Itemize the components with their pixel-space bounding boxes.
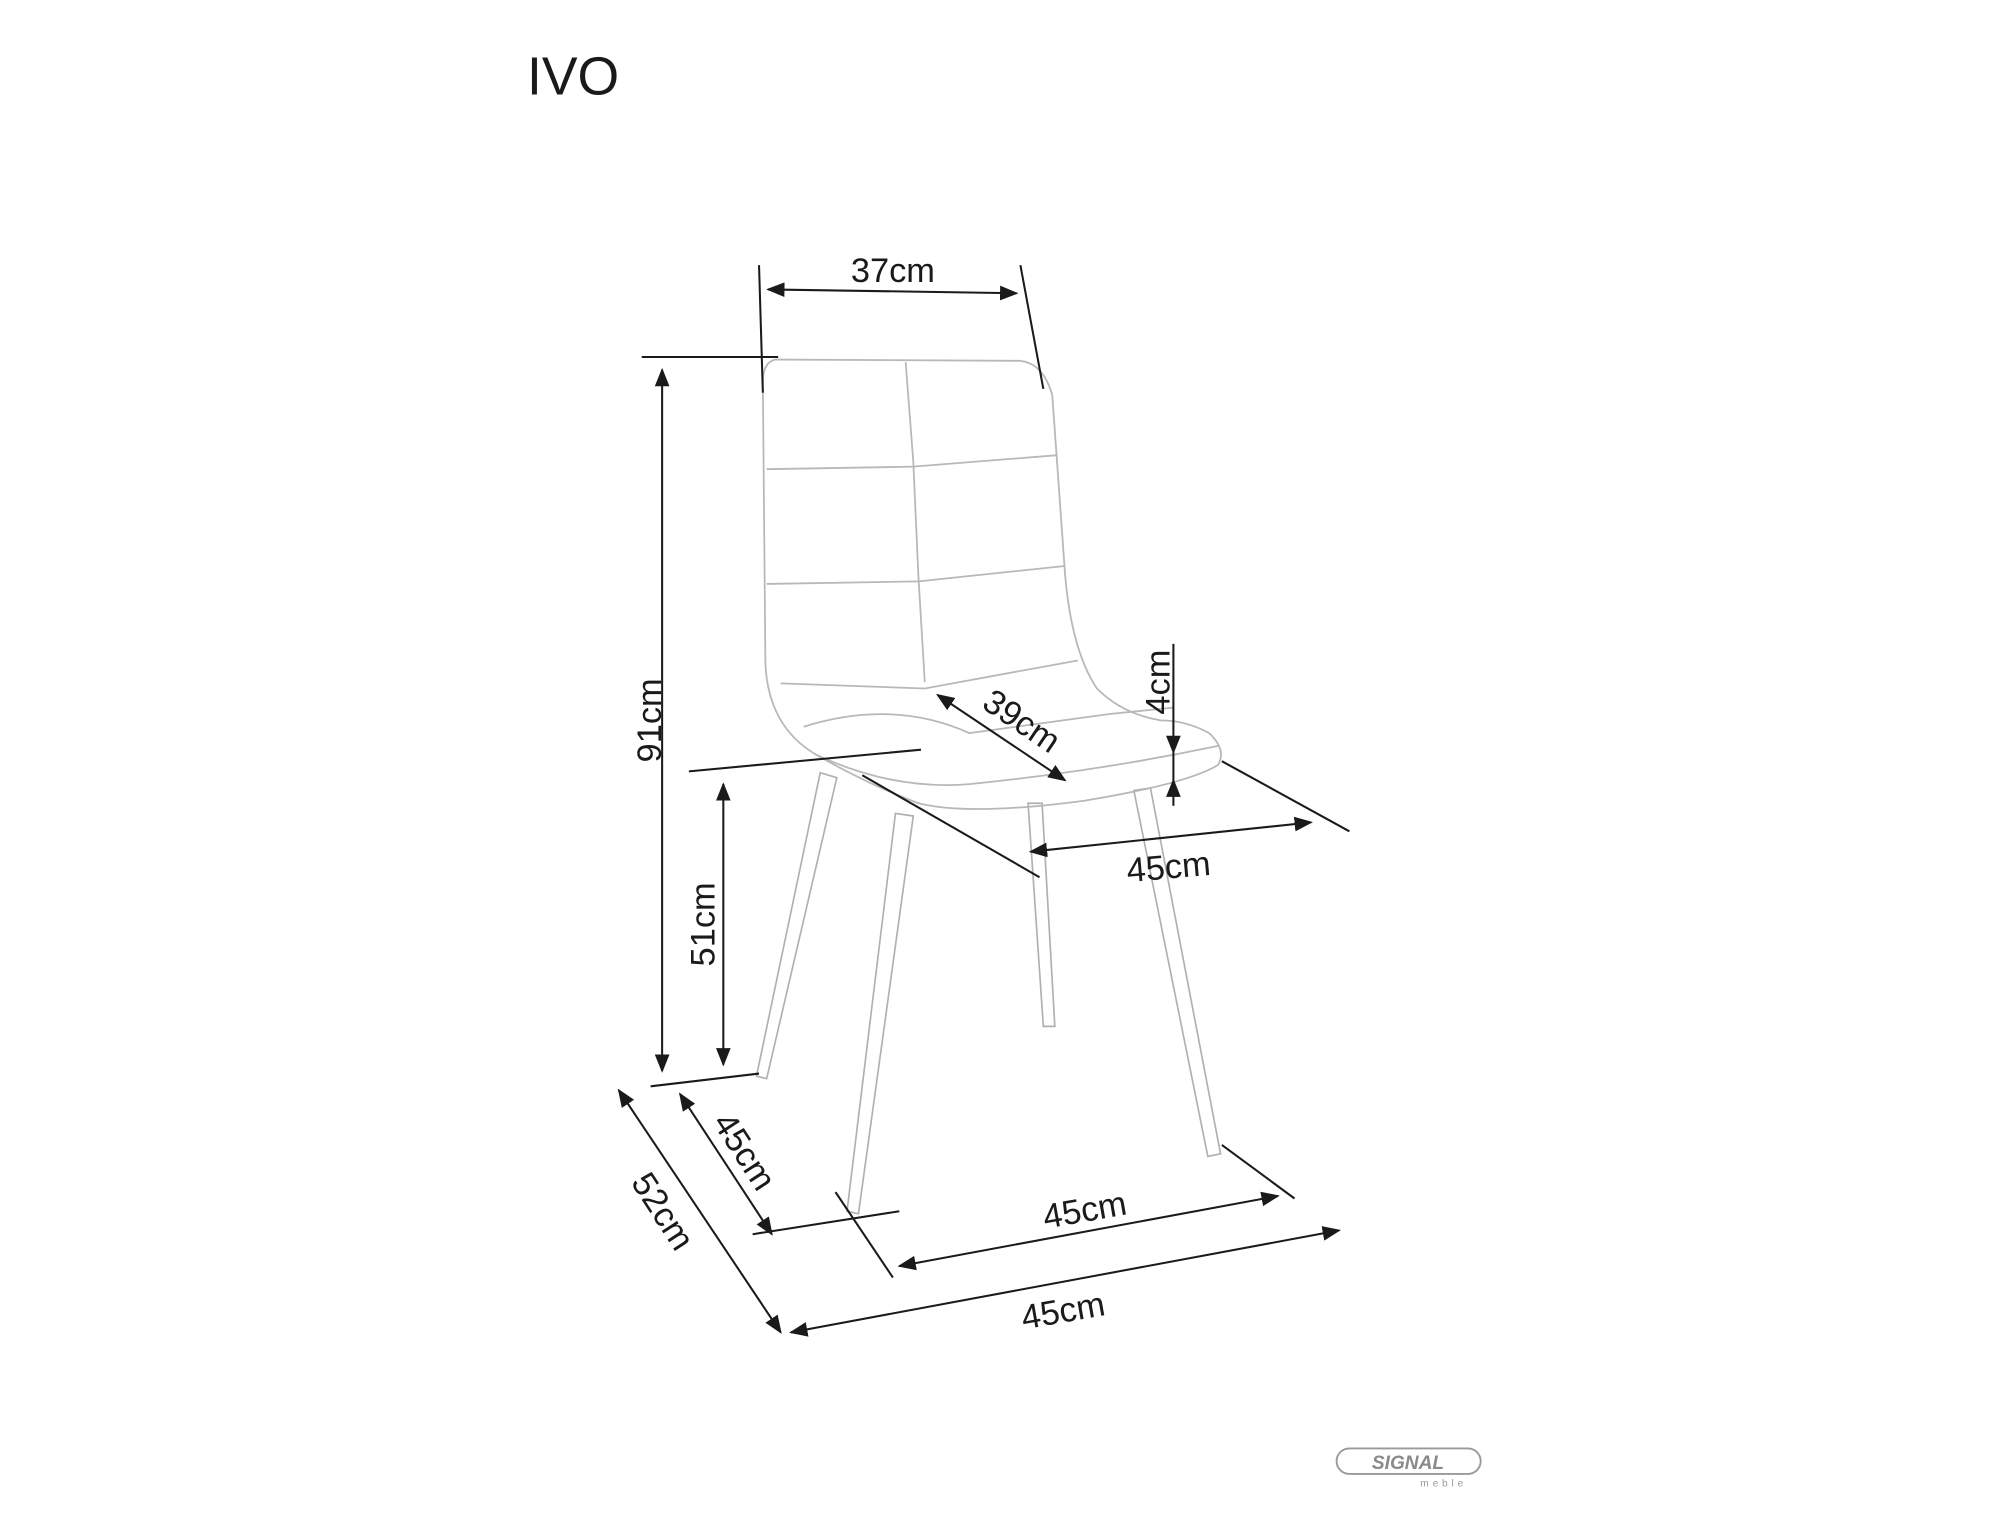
label-total-height: 91cm [631,678,669,762]
logo-sub: meble [1420,1479,1467,1490]
dim-total-width [789,1226,1341,1337]
backrest-seam-vertical [904,362,926,683]
leg-back-left [755,771,838,1080]
dim-backrest-width [766,282,1019,301]
dim-seat-diag [935,693,1067,782]
leg-front-left [846,812,915,1215]
label-base-width: 45cm [1040,1185,1129,1237]
label-total-depth: 52cm [624,1166,702,1257]
label-seat-thickness: 4cm [1140,650,1178,715]
label-seat-depth: 45cm [1125,845,1212,890]
label-seat-diag: 39cm [976,682,1067,761]
label-backrest-width: 37cm [851,252,935,290]
seat-edge [816,745,1219,786]
label-seat-height: 51cm [684,882,722,966]
backrest-seam-2 [766,565,1064,585]
leg-front-right [1132,787,1222,1158]
label-total-width: 45cm [1018,1285,1107,1337]
backrest-seam-3 [780,659,1078,690]
dimension-lines [617,265,1350,1337]
product-title: IVO [527,47,619,106]
logo-brand: SIGNAL [1372,1453,1444,1474]
backrest-seam-1 [766,454,1058,471]
dim-base-depth [678,1092,773,1236]
leg-back-right [1027,802,1056,1028]
chair-illustration [755,358,1222,1215]
chair-outline [761,358,1222,810]
dim-seat-depth [1028,816,1313,858]
signal-meble-logo: SIGNAL meble [1335,1447,1482,1490]
